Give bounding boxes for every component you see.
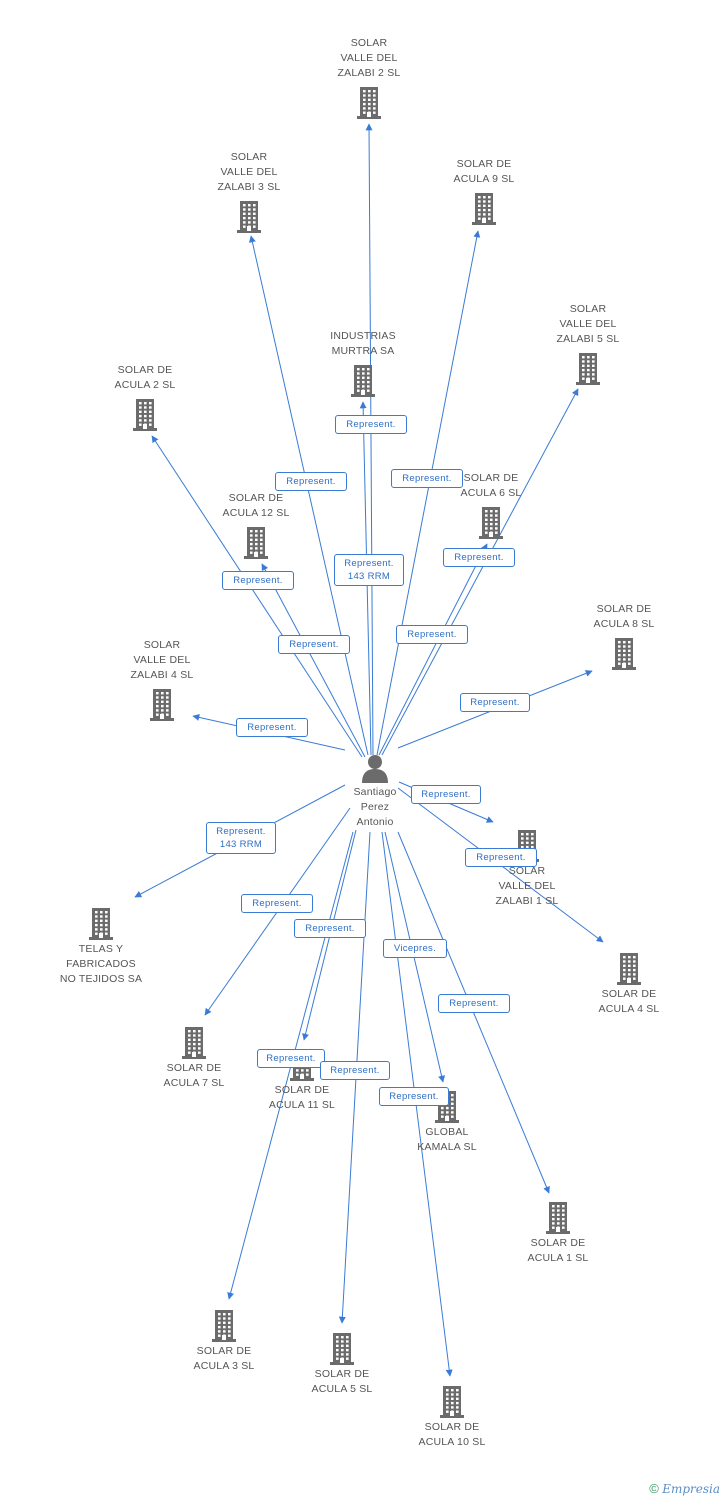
- person-icon: [362, 755, 388, 783]
- building-icon: [330, 1333, 354, 1365]
- empresia-logo: Empresia: [662, 1482, 720, 1496]
- building-icon: [472, 193, 496, 225]
- company-name-label: SOLAR DE ACULA 3 SL: [193, 1345, 255, 1372]
- company-node-acula4[interactable]: SOLAR DE ACULA 4 SL: [569, 951, 689, 1017]
- company-node-zalabi2[interactable]: SOLAR VALLE DEL ZALABI 2 SL: [309, 36, 429, 119]
- edge-line-zalabi3: [248, 235, 369, 756]
- company-name-label: SOLAR DE ACULA 10 SL: [418, 1421, 486, 1448]
- building-icon: [133, 399, 157, 431]
- edge-label-acula12: Represent.: [278, 634, 350, 654]
- company-name-label: SOLAR DE ACULA 1 SL: [527, 1237, 589, 1264]
- edge-line-acula9: [376, 230, 481, 756]
- edge-label-acula6: Represent.: [396, 624, 468, 644]
- company-node-acula1[interactable]: SOLAR DE ACULA 1 SL: [498, 1200, 618, 1266]
- edge-label-zalabi5: Represent.: [443, 547, 515, 567]
- building-icon: [440, 1386, 464, 1418]
- company-name-label: SOLAR VALLE DEL ZALABI 5 SL: [556, 303, 620, 345]
- building-icon: [244, 527, 268, 559]
- edge-label-murtra: Represent.: [335, 414, 407, 434]
- edge-label-acula4: Represent.: [465, 847, 537, 867]
- building-icon: [351, 365, 375, 397]
- edge-label-acula2: Represent.: [222, 570, 294, 590]
- edge-label-zalabi2: Represent. 143 RRM: [334, 554, 404, 586]
- company-name-label: GLOBAL KAMALA SL: [417, 1126, 477, 1153]
- building-icon: [617, 953, 641, 985]
- company-node-telas[interactable]: TELAS Y FABRICADOS NO TEJIDOS SA: [41, 906, 161, 987]
- company-node-acula6[interactable]: SOLAR DE ACULA 6 SL: [431, 471, 551, 539]
- company-node-acula12[interactable]: SOLAR DE ACULA 12 SL: [196, 491, 316, 559]
- company-name-label: TELAS Y FABRICADOS NO TEJIDOS SA: [59, 943, 143, 985]
- edge-line-acula2: [151, 435, 363, 758]
- edge-label-acula7: Represent.: [241, 893, 313, 913]
- edge-label-acula5: Represent.: [320, 1060, 390, 1080]
- company-name-label: SOLAR DE ACULA 8 SL: [593, 603, 655, 630]
- company-name-label: SOLAR VALLE DEL ZALABI 4 SL: [130, 639, 194, 681]
- company-node-zalabi3[interactable]: SOLAR VALLE DEL ZALABI 3 SL: [189, 150, 309, 233]
- building-icon: [479, 507, 503, 539]
- building-icon: [612, 638, 636, 670]
- edge-label-acula1: Represent.: [438, 993, 510, 1013]
- edge-label-telas: Represent. 143 RRM: [206, 822, 276, 854]
- building-icon: [357, 87, 381, 119]
- edge-line-acula12: [261, 563, 366, 758]
- edge-label-acula10: Represent.: [379, 1086, 449, 1106]
- copyright-symbol: ©: [649, 1481, 659, 1496]
- company-node-murtra[interactable]: INDUSTRIAS MURTRA SA: [303, 329, 423, 397]
- person-node[interactable]: Santiago Perez Antonio: [315, 753, 435, 830]
- company-node-acula8[interactable]: SOLAR DE ACULA 8 SL: [564, 602, 684, 670]
- edge-line-acula1: [397, 831, 550, 1194]
- building-icon: [89, 908, 113, 940]
- edge-label-acula11: Represent.: [294, 918, 366, 938]
- building-icon: [546, 1202, 570, 1234]
- building-icon: [150, 689, 174, 721]
- company-node-acula3[interactable]: SOLAR DE ACULA 3 SL: [164, 1308, 284, 1374]
- building-icon: [212, 1310, 236, 1342]
- edge-line-zalabi2: [365, 123, 374, 756]
- person-name-label: Santiago Perez Antonio: [353, 786, 397, 828]
- company-node-zalabi4[interactable]: SOLAR VALLE DEL ZALABI 4 SL: [102, 638, 222, 721]
- company-name-label: SOLAR DE ACULA 6 SL: [460, 472, 522, 499]
- company-name-label: SOLAR VALLE DEL ZALABI 2 SL: [337, 37, 401, 79]
- company-node-acula2[interactable]: SOLAR DE ACULA 2 SL: [85, 363, 205, 431]
- company-name-label: SOLAR DE ACULA 2 SL: [114, 364, 176, 391]
- company-node-acula9[interactable]: SOLAR DE ACULA 9 SL: [424, 157, 544, 225]
- edge-label-acula9: Represent.: [391, 468, 463, 488]
- edge-label-acula3: Represent.: [257, 1048, 325, 1068]
- edge-label-zalabi1: Represent.: [411, 784, 481, 804]
- company-node-acula5[interactable]: SOLAR DE ACULA 5 SL: [282, 1331, 402, 1397]
- company-name-label: INDUSTRIAS MURTRA SA: [330, 330, 396, 357]
- building-icon: [182, 1027, 206, 1059]
- edge-label-acula8: Represent.: [460, 692, 530, 712]
- company-name-label: SOLAR DE ACULA 5 SL: [311, 1368, 373, 1395]
- company-name-label: SOLAR DE ACULA 4 SL: [598, 988, 660, 1015]
- edge-label-kamala: Vicepres.: [383, 938, 447, 958]
- company-name-label: SOLAR DE ACULA 9 SL: [453, 158, 515, 185]
- company-node-zalabi1[interactable]: SOLAR VALLE DEL ZALABI 1 SL: [467, 828, 587, 909]
- company-name-label: SOLAR VALLE DEL ZALABI 3 SL: [217, 151, 281, 193]
- company-name-label: SOLAR DE ACULA 11 SL: [268, 1084, 336, 1111]
- company-name-label: SOLAR VALLE DEL ZALABI 1 SL: [495, 865, 559, 907]
- company-name-label: SOLAR DE ACULA 12 SL: [222, 492, 290, 519]
- company-node-zalabi5[interactable]: SOLAR VALLE DEL ZALABI 5 SL: [528, 302, 648, 385]
- company-name-label: SOLAR DE ACULA 7 SL: [163, 1062, 225, 1089]
- company-node-acula7[interactable]: SOLAR DE ACULA 7 SL: [134, 1025, 254, 1091]
- edge-line-zalabi5: [381, 388, 579, 756]
- building-icon: [576, 353, 600, 385]
- building-icon: [237, 201, 261, 233]
- edge-label-zalabi4: Represent.: [236, 717, 308, 737]
- footer-brand: © Empresia: [649, 1481, 720, 1496]
- company-node-acula10[interactable]: SOLAR DE ACULA 10 SL: [392, 1384, 512, 1450]
- edge-label-zalabi3: Represent.: [275, 471, 347, 491]
- edge-line-acula6: [378, 543, 488, 756]
